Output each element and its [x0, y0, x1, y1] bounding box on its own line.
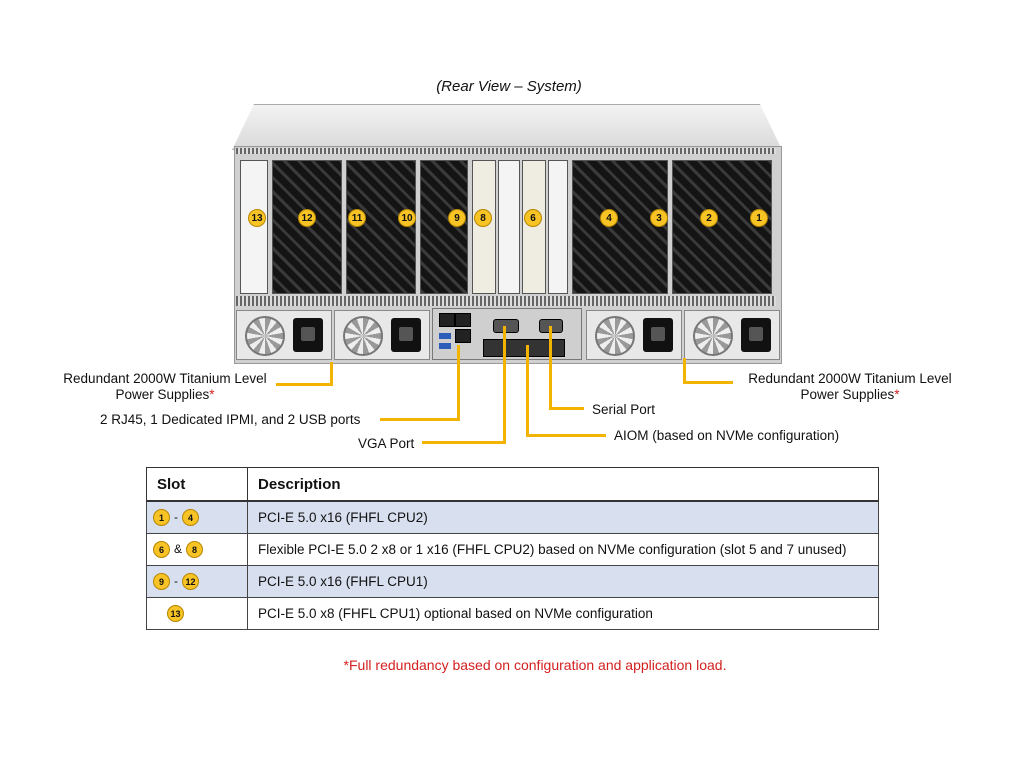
pcie-slot-9: [420, 160, 468, 294]
psu-left-line1: Redundant 2000W Titanium Level: [63, 371, 267, 386]
callout-line: [422, 441, 506, 444]
power-supply-2: [334, 310, 430, 360]
callout-line: [380, 418, 460, 421]
psu-right-line2: Power Supplies: [800, 387, 895, 402]
description-cell: PCI-E 5.0 x8 (FHFL CPU1) optional based …: [247, 597, 879, 630]
slot-description-table: Slot Description 1-4 PCI-E 5.0 x16 (FHFL…: [146, 467, 879, 630]
power-supply-3: [586, 310, 682, 360]
callout-line: [526, 345, 529, 437]
slot-cell: 9-12: [146, 565, 248, 598]
description-cell: PCI-E 5.0 x16 (FHFL CPU1): [247, 565, 879, 598]
description-cell: Flexible PCI-E 5.0 2 x8 or 1 x16 (FHFL C…: [247, 533, 879, 566]
pcie-slots-4-3: [572, 160, 668, 294]
power-socket-icon: [293, 318, 323, 352]
pcie-slot-5: [548, 160, 568, 294]
table-row: 1-4 PCI-E 5.0 x16 (FHFL CPU2): [146, 500, 879, 534]
psu-left-line2: Power Supplies: [115, 387, 210, 402]
vga-port-icon: [493, 319, 519, 333]
psu-right-callout: Redundant 2000W Titanium Level Power Sup…: [740, 371, 960, 403]
power-socket-icon: [741, 318, 771, 352]
psu-fan-icon: [693, 316, 733, 356]
footnote: *Full redundancy based on configuration …: [343, 657, 727, 673]
serial-callout: Serial Port: [592, 402, 656, 417]
pcie-slots-12-11: [272, 160, 342, 294]
callout-line: [503, 326, 506, 444]
ports-callout: 2 RJ45, 1 Dedicated IPMI, and 2 USB port…: [100, 412, 361, 427]
aiom-slot-icon: [483, 339, 565, 357]
psu-right-asterisk: *: [894, 387, 900, 402]
psu-fan-icon: [595, 316, 635, 356]
pcie-slot-13: [240, 160, 268, 294]
callout-line: [330, 362, 333, 384]
power-supply-4: [684, 310, 780, 360]
table-row: 13 PCI-E 5.0 x8 (FHFL CPU1) optional bas…: [146, 597, 879, 630]
slot-badge-13: 13: [248, 209, 266, 227]
top-vent: [236, 148, 776, 154]
pcie-slots-2-1: [672, 160, 772, 294]
power-socket-icon: [643, 318, 673, 352]
callout-line: [549, 407, 584, 410]
callout-line: [683, 358, 686, 384]
slot-badge-10: 10: [398, 209, 416, 227]
slot-badge: 8: [186, 541, 204, 558]
mid-vent: [236, 296, 776, 306]
description-cell: PCI-E 5.0 x16 (FHFL CPU2): [247, 500, 879, 534]
power-socket-icon: [391, 318, 421, 352]
rj45-port-icon: [455, 313, 471, 327]
callout-line: [683, 381, 733, 384]
slot-badge-4: 4: [600, 209, 618, 227]
callout-line: [549, 326, 552, 410]
slot-badge: 4: [182, 509, 199, 526]
usb-port-icon: [439, 333, 451, 339]
aiom-callout: AIOM (based on NVMe configuration): [614, 428, 840, 443]
description-column-header: Description: [247, 467, 879, 502]
slot-cell: 13: [146, 597, 248, 630]
rj45-port-icon: [439, 313, 455, 327]
slot-column-header: Slot: [146, 467, 248, 502]
slot-cell: 1-4: [146, 500, 248, 534]
ipmi-port-icon: [455, 329, 471, 343]
psu-fan-icon: [245, 316, 285, 356]
usb-port-icon: [439, 343, 451, 349]
slot-badge: 1: [153, 509, 170, 526]
slot-badge-11: 11: [348, 209, 366, 227]
callout-line: [526, 434, 606, 437]
pcie-slot-6: [522, 160, 546, 294]
slot-badge: 6: [153, 541, 170, 558]
pcie-slots-11-10: [346, 160, 416, 294]
io-panel: [432, 308, 582, 360]
slot-badge-1: 1: [750, 209, 768, 227]
table-row: 6&8 Flexible PCI-E 5.0 2 x8 or 1 x16 (FH…: [146, 533, 879, 566]
slot-badge-9: 9: [448, 209, 466, 227]
table-row: 9-12 PCI-E 5.0 x16 (FHFL CPU1): [146, 565, 879, 598]
chassis-top: [232, 104, 782, 150]
diagram-title: (Rear View – System): [436, 78, 582, 95]
slot-badge-12: 12: [298, 209, 316, 227]
slot-badge-2: 2: [700, 209, 718, 227]
table-header-row: Slot Description: [146, 467, 879, 502]
slot-separator: -: [174, 574, 178, 589]
psu-left-asterisk: *: [209, 387, 215, 402]
slot-separator: &: [174, 542, 183, 557]
callout-line: [457, 345, 460, 421]
psu-right-line1: Redundant 2000W Titanium Level: [748, 371, 952, 386]
power-supply-1: [236, 310, 332, 360]
slot-badge-3: 3: [650, 209, 668, 227]
pcie-slot-8: [472, 160, 496, 294]
slot-badge: 9: [153, 573, 170, 590]
slot-cell: 6&8: [146, 533, 248, 566]
callout-line: [276, 383, 333, 386]
slot-badge: 12: [182, 573, 199, 590]
vga-callout: VGA Port: [358, 436, 415, 451]
slot-separator: -: [174, 510, 178, 525]
psu-fan-icon: [343, 316, 383, 356]
psu-left-callout: Redundant 2000W Titanium Level Power Sup…: [58, 371, 272, 403]
slot-badge-6: 6: [524, 209, 542, 227]
slot-badge: 13: [167, 605, 184, 622]
pcie-slot-7: [498, 160, 520, 294]
slot-badge-8: 8: [474, 209, 492, 227]
